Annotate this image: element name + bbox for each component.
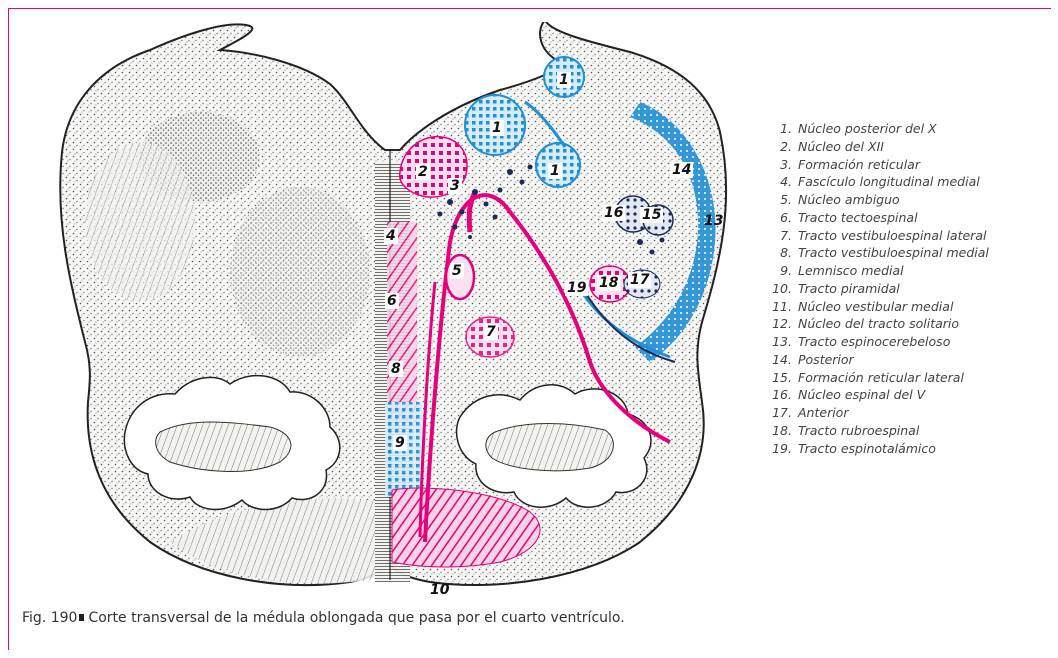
legend-item: 11.Núcleo vestibular medial bbox=[772, 299, 1042, 317]
label-3: 3 bbox=[448, 178, 462, 194]
legend-item: 8.Tracto vestibuloespinal medial bbox=[772, 245, 1042, 263]
figure-caption: Fig. 190 Corte transversal de la médula o… bbox=[22, 610, 625, 626]
legend-item: 18.Tracto rubroespinal bbox=[772, 423, 1042, 441]
label-9: 9 bbox=[393, 435, 407, 451]
label-18: 18 bbox=[597, 275, 620, 291]
legend-item: 9.Lemnisco medial bbox=[772, 263, 1042, 281]
legend-item: 1.Núcleo posterior del X bbox=[772, 121, 1042, 139]
legend-item: 16.Núcleo espinal del V bbox=[772, 387, 1042, 405]
label-1c: 1 bbox=[548, 163, 562, 179]
label-13: 13 bbox=[702, 213, 725, 229]
legend-item: 10.Tracto piramidal bbox=[772, 281, 1042, 299]
legend-item: 2.Núcleo del XII bbox=[772, 139, 1042, 157]
figure-legend: 1.Núcleo posterior del X 2.Núcleo del XI… bbox=[772, 121, 1042, 458]
medulla-cross-section-figure: 1 1 1 2 3 4 5 6 7 8 9 10 13 14 15 16 17 … bbox=[30, 22, 750, 602]
legend-item: 17.Anterior bbox=[772, 405, 1042, 423]
label-17: 17 bbox=[628, 272, 651, 288]
legend-item: 14.Posterior bbox=[772, 352, 1042, 370]
legend-item: 6.Tracto tectoespinal bbox=[772, 210, 1042, 228]
legend-item: 19.Tracto espinotalámico bbox=[772, 441, 1042, 459]
legend-item: 3.Formación reticular bbox=[772, 157, 1042, 175]
label-10: 10 bbox=[428, 582, 451, 598]
legend-item: 5.Núcleo ambiguo bbox=[772, 192, 1042, 210]
legend-item: 12.Núcleo del tracto solitario bbox=[772, 316, 1042, 334]
legend-item: 4.Fascículo longitudinal medial bbox=[772, 174, 1042, 192]
label-7: 7 bbox=[484, 324, 498, 340]
label-6: 6 bbox=[385, 293, 399, 309]
caption-text: Corte transversal de la médula oblongada… bbox=[88, 610, 624, 626]
label-14: 14 bbox=[670, 162, 693, 178]
legend-item: 15.Formación reticular lateral bbox=[772, 370, 1042, 388]
legend-item: 13.Tracto espinocerebeloso bbox=[772, 334, 1042, 352]
label-8: 8 bbox=[389, 361, 403, 377]
bullet-icon bbox=[79, 614, 84, 621]
label-5: 5 bbox=[450, 263, 464, 279]
label-16: 16 bbox=[602, 205, 625, 221]
label-1b: 1 bbox=[557, 72, 571, 88]
label-19: 19 bbox=[565, 280, 588, 296]
legend-item: 7.Tracto vestibuloespinal lateral bbox=[772, 228, 1042, 246]
label-4: 4 bbox=[384, 228, 398, 244]
figure-number: Fig. 190 bbox=[22, 610, 77, 626]
medulla-drawing bbox=[30, 22, 750, 602]
label-2: 2 bbox=[416, 164, 430, 180]
label-15: 15 bbox=[640, 207, 663, 223]
label-1a: 1 bbox=[490, 120, 504, 136]
